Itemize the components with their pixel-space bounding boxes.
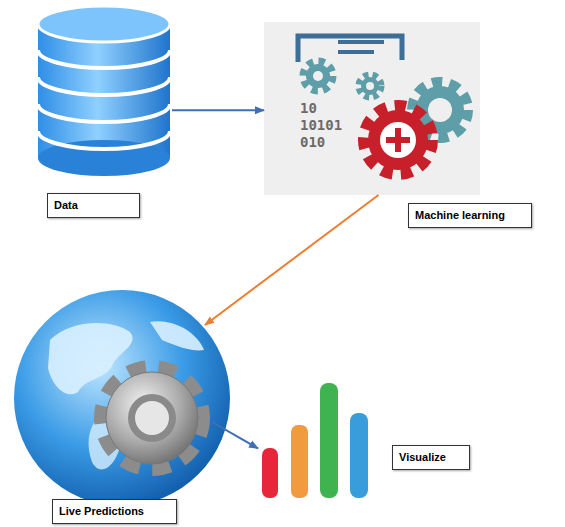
diagram-node: Live Predictions bbox=[12, 325, 212, 525]
label-box: Live Predictions bbox=[52, 499, 177, 524]
binary-digits: 010 bbox=[300, 134, 325, 150]
flow-arrow bbox=[172, 109, 264, 111]
flow-arrow bbox=[212, 422, 258, 448]
binary-digits: 10101 bbox=[300, 117, 342, 133]
gears-icon bbox=[264, 22, 480, 195]
globe-icon bbox=[14, 290, 230, 506]
flow-arrow bbox=[205, 195, 378, 325]
bar-chart-icon bbox=[262, 383, 368, 498]
binary-digits: 10 bbox=[300, 100, 317, 116]
label-box: Data bbox=[47, 193, 140, 218]
label-box: Visualize bbox=[392, 445, 470, 470]
diagram-node: Machine learning bbox=[264, 22, 480, 195]
diagram-node: Visualize bbox=[258, 380, 470, 500]
diagram-node: Data bbox=[38, 5, 172, 220]
database-icon bbox=[38, 6, 170, 176]
label-box: Machine learning bbox=[408, 203, 532, 228]
cog-icon bbox=[104, 370, 200, 466]
